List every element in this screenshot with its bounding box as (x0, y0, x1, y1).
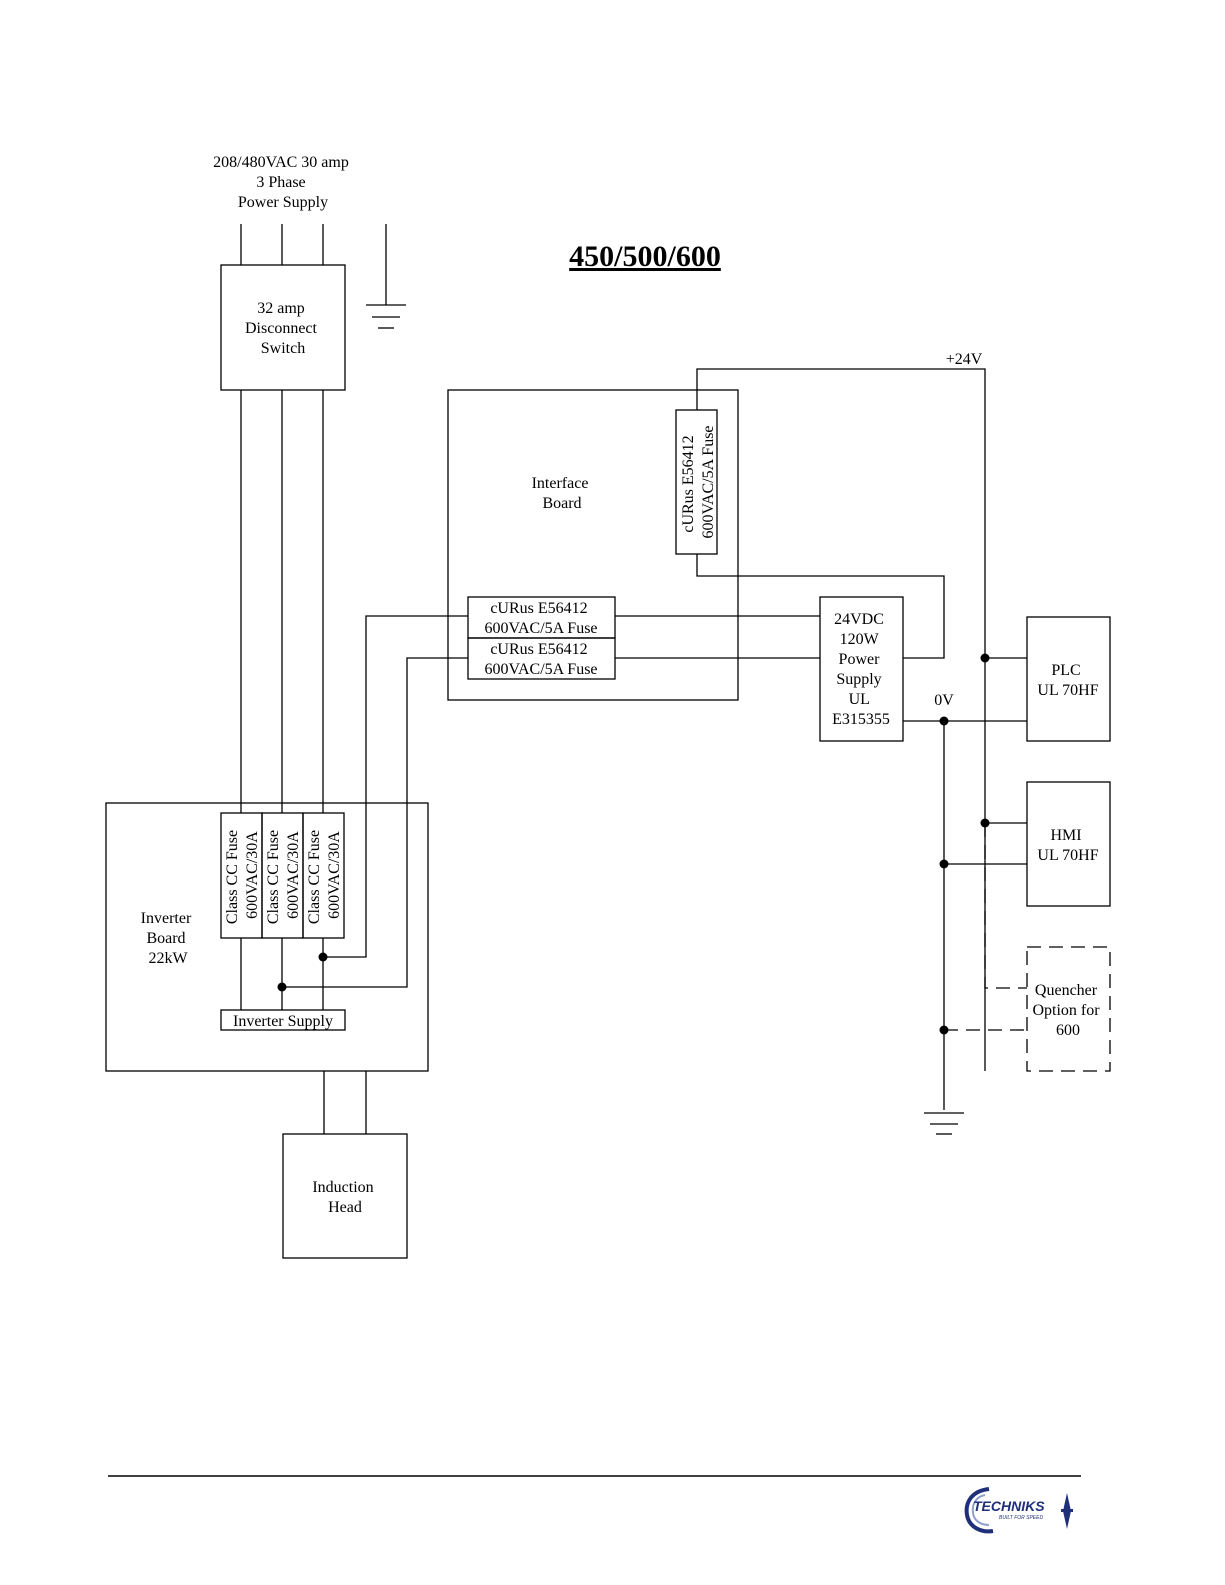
inverter-board-box (105, 802, 429, 1072)
disconnect-switch-label: 32 amp Disconnect Switch (245, 300, 321, 357)
hmi-box (1026, 781, 1111, 907)
class-cc-fuse-2-label: Class CC Fuse 600VAC/30A (265, 826, 302, 924)
techniks-logo: TECHNIKS BUILT FOR SPEED (964, 1487, 1073, 1534)
power-supply-input-label: 208/480VAC 30 amp 3 Phase Power Supply (213, 154, 353, 211)
hmi-label: HMI UL 70HF (1037, 827, 1098, 864)
induction-head-box (282, 1133, 408, 1259)
inverter-supply-label: Inverter Supply (233, 1013, 333, 1030)
svg-text:BUILT FOR SPEED: BUILT FOR SPEED (999, 1515, 1043, 1521)
plc-box (1026, 616, 1111, 742)
interface-fuse-1-label: cURus E56412 600VAC/5A Fuse (484, 600, 597, 637)
diagram-title: 450/500/600 (569, 240, 721, 273)
interface-board-label: Interface Board (532, 475, 593, 512)
quencher-label: Quencher Option for 600 (1032, 982, 1103, 1039)
interface-board-box (447, 389, 739, 701)
induction-head-label: Induction Head (312, 1179, 377, 1216)
class-cc-fuse-3-label: Class CC Fuse 600VAC/30A (306, 826, 343, 924)
svg-text:TECHNIKS: TECHNIKS (973, 1498, 1045, 1514)
class-cc-fuse-1-label: Class CC Fuse 600VAC/30A (224, 826, 261, 924)
dc-power-supply-label: 24VDC 120W Power Supply UL E315355 (832, 611, 890, 728)
dc-power-supply-box (819, 596, 904, 742)
quencher-box (1026, 946, 1111, 1072)
disconnect-switch-box (220, 264, 346, 391)
plc-label: PLC UL 70HF (1037, 662, 1098, 699)
plus-24v-label: +24V (946, 351, 983, 368)
inverter-board-label: Inverter Board 22kW (141, 910, 196, 967)
interface-fuse-vertical-label: cURus E56412 600VAC/5A Fuse (680, 425, 717, 538)
interface-fuse-2-label: cURus E56412 600VAC/5A Fuse (484, 641, 597, 678)
zero-v-label: 0V (934, 692, 954, 709)
